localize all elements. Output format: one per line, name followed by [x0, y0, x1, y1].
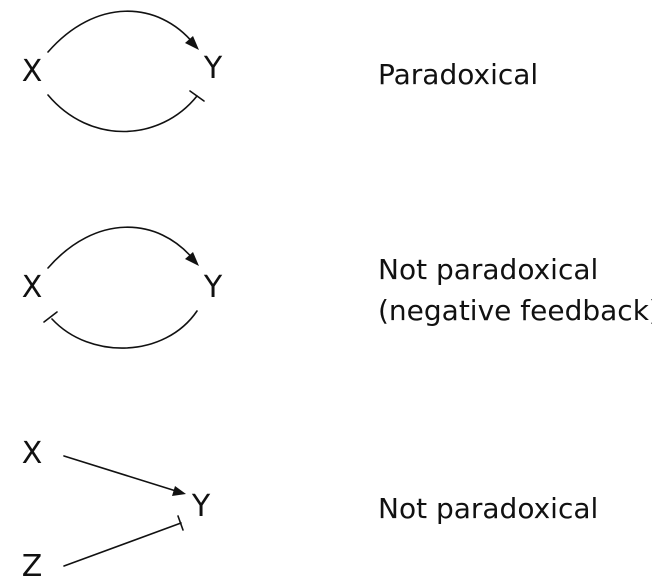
node-x: X — [22, 436, 43, 471]
motif-negative-feedback: X Y Not paradoxical (negative feedback) — [22, 226, 652, 349]
inhibition-bar — [189, 90, 205, 102]
caption-line-1: Not paradoxical — [378, 253, 598, 286]
inhibition-edge-z-to-y — [63, 522, 182, 567]
node-y: Y — [191, 489, 211, 524]
activation-edge-x-to-y — [47, 226, 195, 269]
inhibition-bar — [43, 311, 58, 323]
arrowhead — [172, 486, 186, 496]
node-x: X — [22, 54, 43, 89]
inhibition-edge-y-to-x — [51, 310, 198, 349]
caption: Paradoxical — [378, 58, 538, 91]
arrowhead — [185, 36, 199, 50]
arrowhead — [185, 252, 199, 266]
node-y: Y — [203, 51, 223, 86]
motif-paradoxical: X Y Paradoxical — [22, 10, 538, 133]
node-z: Z — [22, 549, 43, 582]
inhibition-edge-x-to-y — [47, 94, 198, 133]
caption-line-2: (negative feedback) — [378, 294, 652, 327]
node-x: X — [22, 270, 43, 305]
inhibition-bar — [177, 515, 184, 531]
node-y: Y — [203, 270, 223, 305]
activation-edge-x-to-y — [63, 455, 177, 492]
activation-edge-x-to-y — [47, 10, 195, 53]
motif-separate-regulators: X Y Z Not paradoxical — [22, 436, 599, 582]
caption: Not paradoxical — [378, 492, 598, 525]
